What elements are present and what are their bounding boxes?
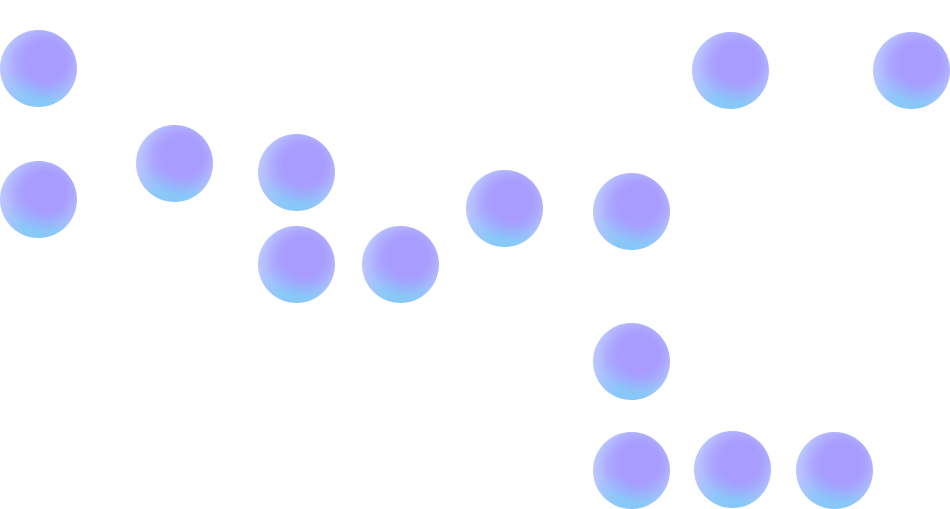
- node-12: [593, 432, 670, 509]
- node-8: [593, 173, 670, 250]
- node-1: [0, 30, 77, 107]
- node-13: [694, 431, 771, 508]
- node-14: [796, 432, 873, 509]
- node-2: [0, 161, 77, 238]
- node-10: [873, 32, 950, 109]
- node-4: [258, 134, 335, 211]
- node-11: [593, 323, 670, 400]
- node-6: [362, 226, 439, 303]
- node-7: [466, 170, 543, 247]
- node-9: [692, 32, 769, 109]
- node-3: [136, 125, 213, 202]
- node-5: [258, 226, 335, 303]
